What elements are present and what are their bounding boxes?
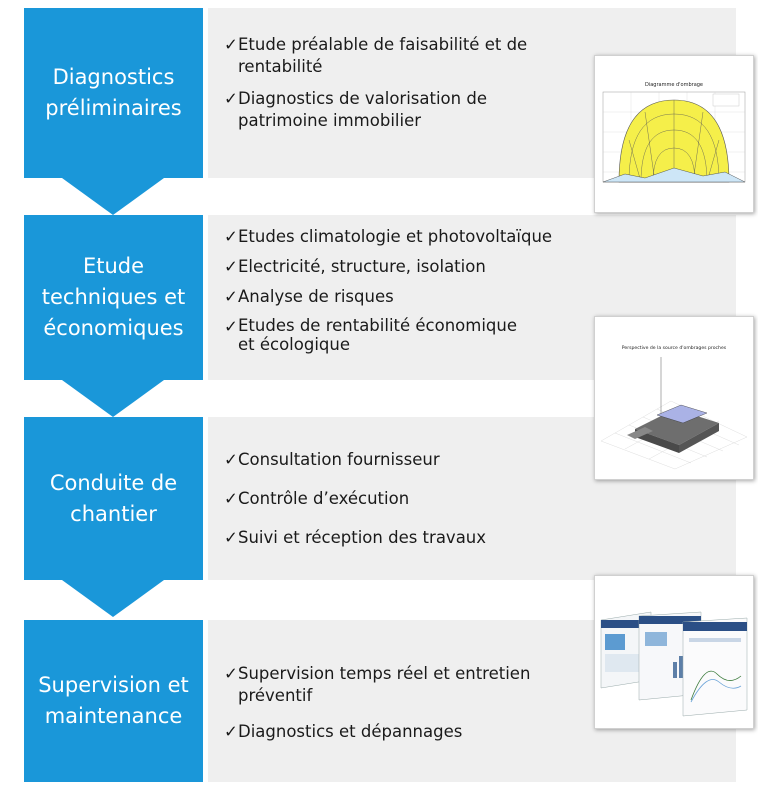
bullet-item: ✓Diagnostics et dépannages xyxy=(224,722,463,741)
down-arrow xyxy=(62,380,164,417)
bullet-item: ✓Suivi et réception des travaux xyxy=(224,528,487,547)
bullet-item: ✓Consultation fournisseur xyxy=(224,450,440,469)
bullet-item: ✓Diagnostics de valorisation de patrimoi… xyxy=(224,89,487,130)
bullet-item: ✓Etudes de rentabilité économique et éco… xyxy=(224,316,518,354)
check-icon: ✓ xyxy=(224,664,238,683)
sun-path-diagram-thumbnail: Diagramme d'ombrage xyxy=(594,55,754,213)
check-icon: ✓ xyxy=(224,89,238,108)
3d-perspective-image: Perspective de la source d'ombrages proc… xyxy=(600,345,748,470)
down-arrow xyxy=(62,580,164,617)
check-icon: ✓ xyxy=(224,528,238,547)
stage-bullets: ✓Etude préalable de faisabilité et de re… xyxy=(224,34,584,142)
stage-title-box: Etude techniques et économiques xyxy=(24,215,203,380)
stage-title-box: Conduite de chantier xyxy=(24,417,203,580)
check-icon: ✓ xyxy=(224,722,238,741)
sun-path-chart-image: Diagramme d'ombrage xyxy=(602,82,746,183)
check-icon: ✓ xyxy=(224,450,238,469)
stage-bullets: ✓Consultation fournisseur ✓Contrôle d’ex… xyxy=(224,449,584,559)
bullet-item: ✓Analyse de risques xyxy=(224,287,394,306)
bullet-item: ✓Etude préalable de faisabilité et de re… xyxy=(224,35,528,76)
stage-title: Etude techniques et économiques xyxy=(41,254,186,340)
stage-title: Diagnostics préliminaires xyxy=(45,65,182,120)
dashboard-screens-image xyxy=(600,611,748,717)
bullet-item: ✓Contrôle d’exécution xyxy=(224,489,410,508)
stage-title: Conduite de chantier xyxy=(49,470,178,526)
bullet-item: ✓Supervision temps réel et entretien pré… xyxy=(224,664,531,705)
stage-bullets: ✓Supervision temps réel et entretien pré… xyxy=(224,663,584,753)
check-icon: ✓ xyxy=(224,287,238,306)
stage-title: Supervision et maintenance xyxy=(38,673,189,728)
supervision-dashboard-thumbnail xyxy=(594,575,754,729)
stage-bullets: ✓Etudes climatologie et photovoltaïque ✓… xyxy=(224,226,594,362)
check-icon: ✓ xyxy=(224,489,238,508)
check-icon: ✓ xyxy=(224,317,238,336)
check-icon: ✓ xyxy=(224,257,238,276)
down-arrow xyxy=(62,178,164,215)
bullet-item: ✓Electricité, structure, isolation xyxy=(224,257,486,276)
3d-shading-thumbnail: Perspective de la source d'ombrages proc… xyxy=(594,316,754,480)
thumbnail-title: Perspective de la source d'ombrages proc… xyxy=(622,345,727,351)
check-icon: ✓ xyxy=(224,35,238,54)
check-icon: ✓ xyxy=(224,227,238,246)
bullet-item: ✓Etudes climatologie et photovoltaïque xyxy=(224,227,553,246)
stage-title-box: Diagnostics préliminaires xyxy=(24,8,203,178)
stage-title-box: Supervision et maintenance xyxy=(24,620,203,782)
thumbnail-title: Diagramme d'ombrage xyxy=(645,82,703,88)
